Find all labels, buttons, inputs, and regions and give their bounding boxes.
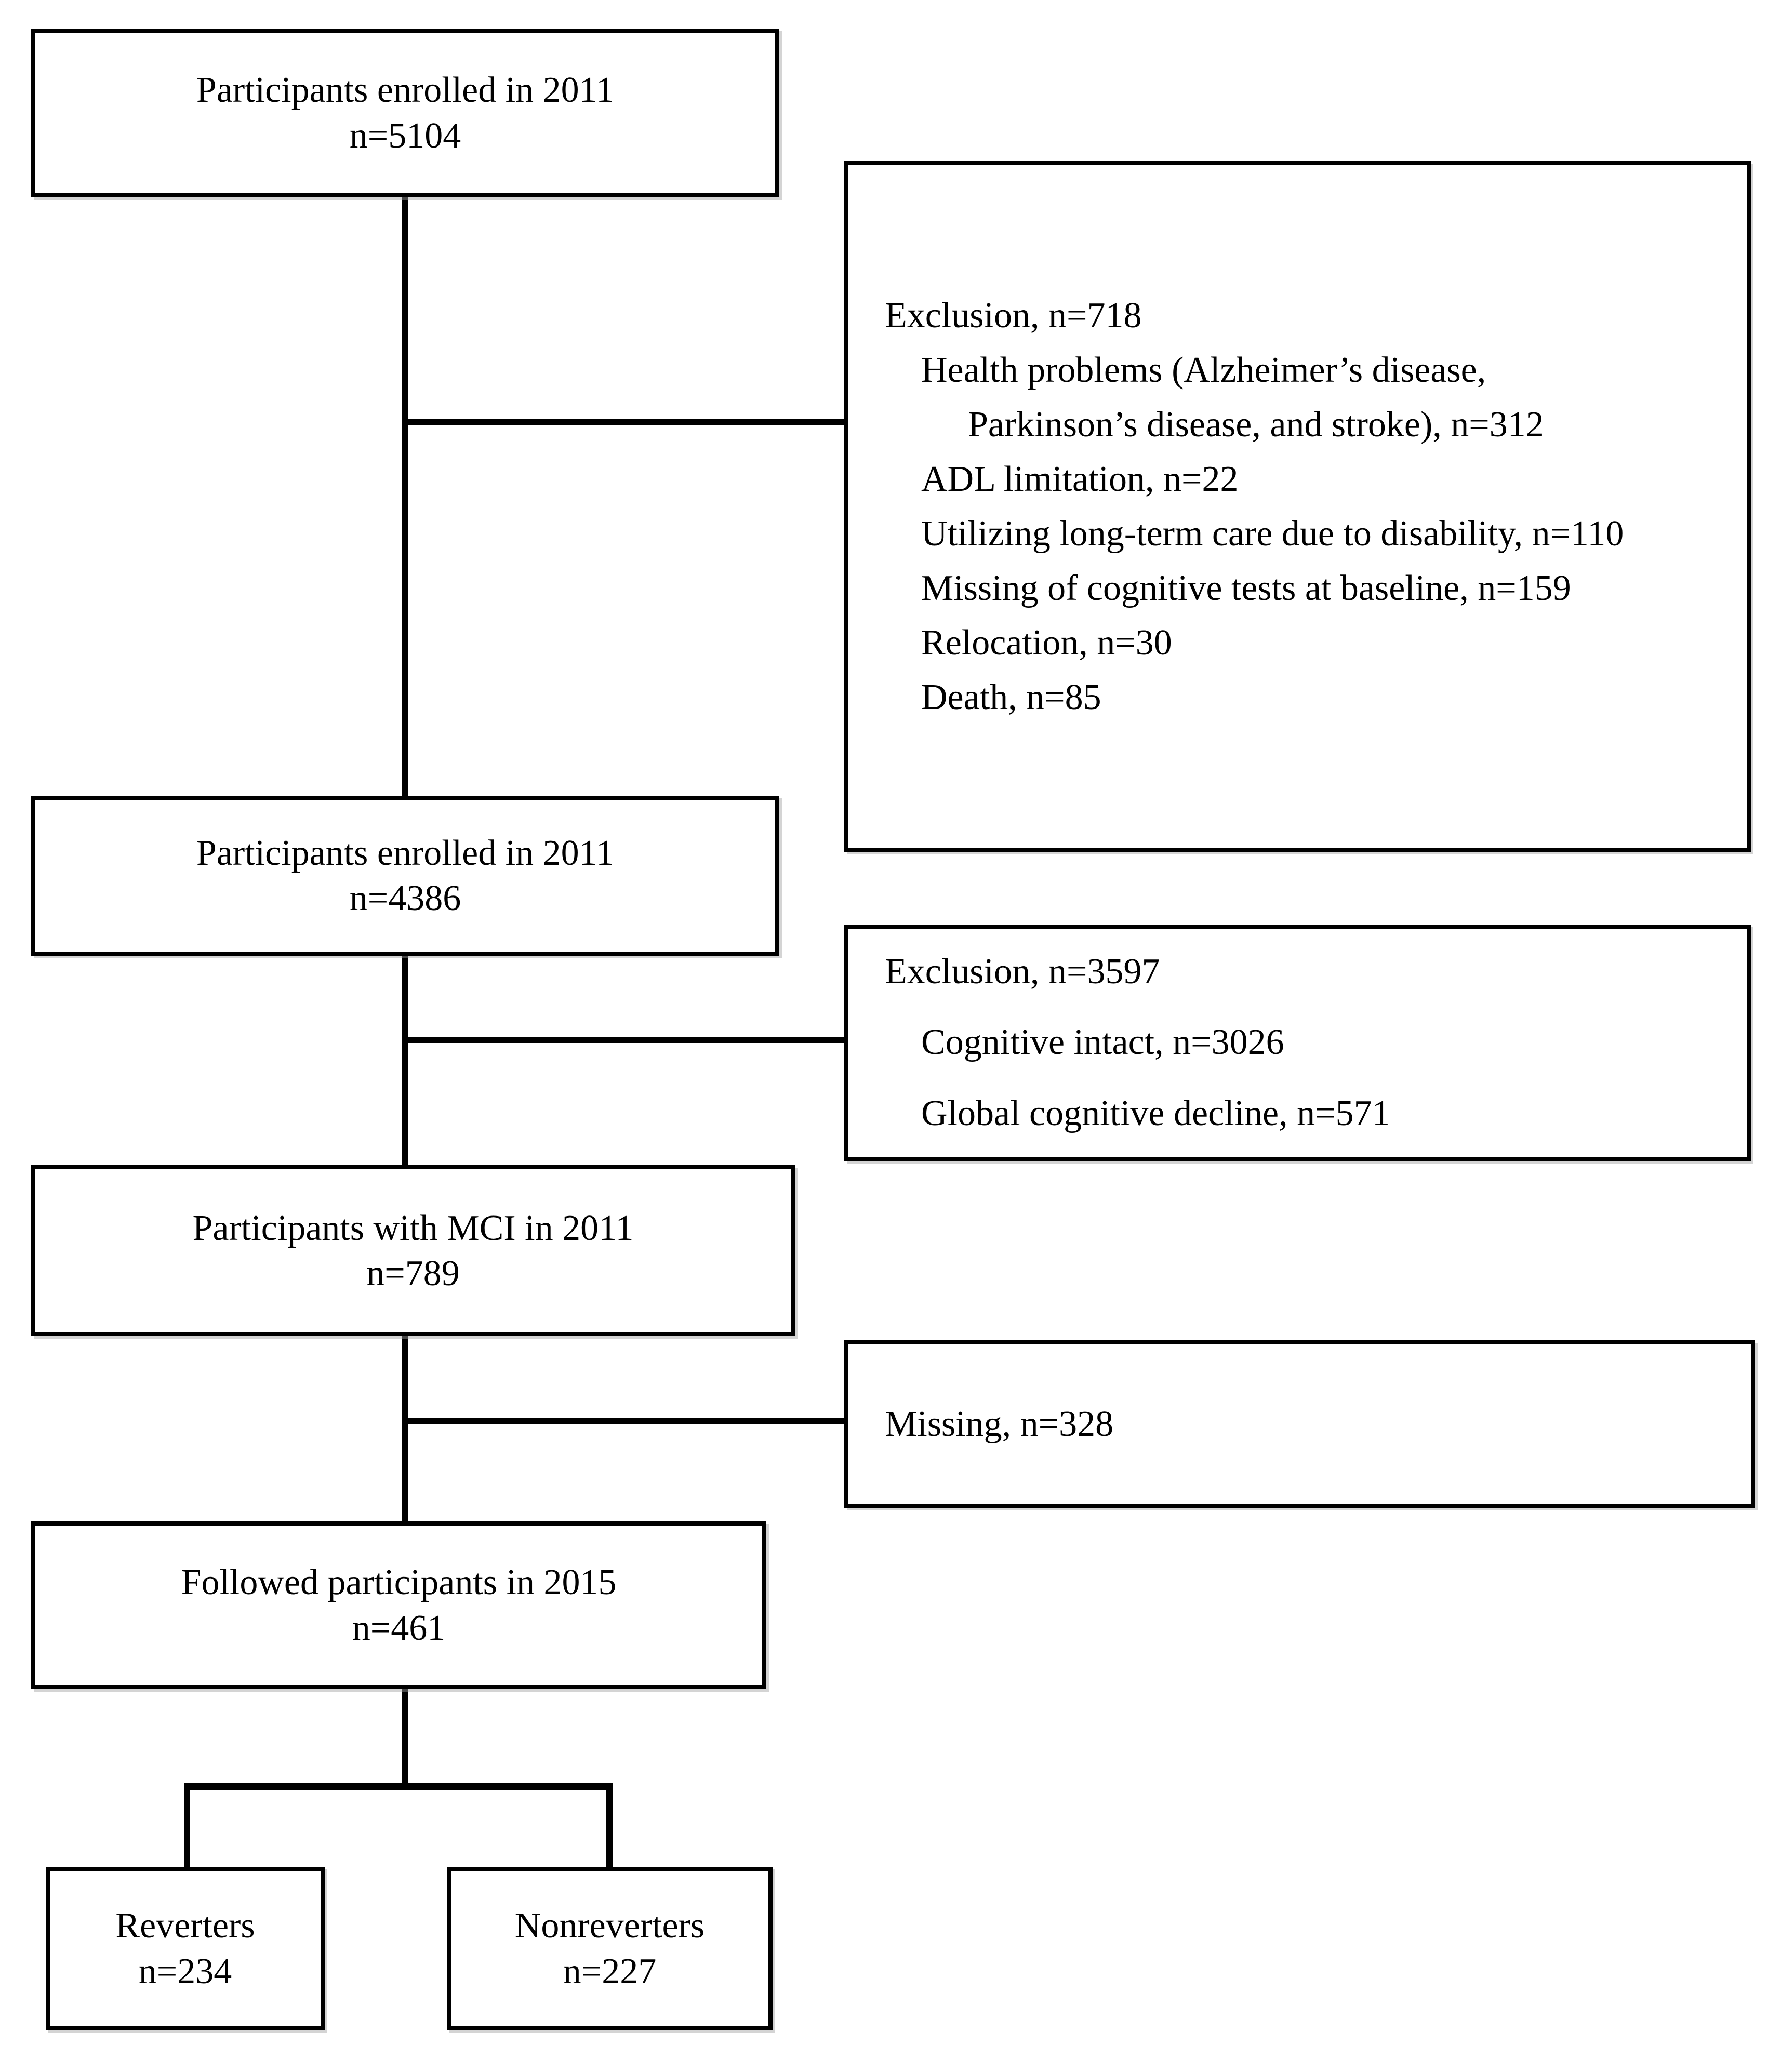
box-enrolled-2011-initial-label: Participants enrolled in 2011 bbox=[196, 70, 615, 110]
exclusion-baseline-item-adl: ADL limitation, n=22 bbox=[921, 459, 1239, 499]
box-enrolled-2011-after-exclusion: Participants enrolled in 2011 n=4386 bbox=[31, 796, 779, 956]
box-nonreverters-label: Nonreverters bbox=[514, 1906, 705, 1946]
connector-enrolled-to-mci-line bbox=[402, 952, 408, 1169]
branch-to-nonreverters-line bbox=[606, 1783, 613, 1871]
branch-horizontal-line bbox=[184, 1783, 613, 1790]
connector-to-exclusion-cognitive-line bbox=[405, 1037, 848, 1043]
branch-to-reverters-line bbox=[184, 1783, 190, 1871]
box-nonreverters: Nonreverters n=227 bbox=[447, 1867, 773, 2030]
exclusion-baseline-title: Exclusion, n=718 bbox=[885, 296, 1142, 336]
exclusion-baseline-item-health-cont: Parkinson’s disease, and stroke), n=312 bbox=[968, 405, 1544, 445]
box-missing-followup: Missing, n=328 bbox=[844, 1340, 1755, 1508]
box-enrolled-2011-after-exclusion-label: Participants enrolled in 2011 bbox=[196, 833, 615, 873]
exclusion-cognitive-title: Exclusion, n=3597 bbox=[885, 951, 1160, 992]
exclusion-cognitive-item-intact: Cognitive intact, n=3026 bbox=[921, 1022, 1284, 1063]
box-reverters-label: Reverters bbox=[115, 1906, 255, 1946]
connector-mci-to-followed-line bbox=[402, 1332, 408, 1526]
exclusion-baseline-item-death: Death, n=85 bbox=[921, 677, 1101, 717]
connector-to-exclusion-baseline-line bbox=[405, 419, 848, 425]
exclusion-baseline-item-missing-tests: Missing of cognitive tests at baseline, … bbox=[921, 568, 1571, 608]
box-followed-2015: Followed participants in 2015 n=461 bbox=[31, 1521, 766, 1689]
exclusion-cognitive-item-decline: Global cognitive decline, n=571 bbox=[921, 1093, 1390, 1133]
exclusion-baseline-item-health: Health problems (Alzheimer’s disease, bbox=[921, 350, 1486, 390]
box-exclusion-baseline: Exclusion, n=718 Health problems (Alzhei… bbox=[844, 161, 1751, 852]
exclusion-baseline-item-longterm-care: Utilizing long-term care due to disabili… bbox=[921, 514, 1624, 554]
box-nonreverters-count: n=227 bbox=[563, 1951, 657, 1991]
box-followed-2015-label: Followed participants in 2015 bbox=[181, 1562, 617, 1602]
box-reverters-count: n=234 bbox=[138, 1951, 232, 1991]
connector-enrolled-to-enrolled-line bbox=[402, 193, 408, 800]
box-mci-2011-count: n=789 bbox=[366, 1253, 460, 1293]
box-enrolled-2011-initial-count: n=5104 bbox=[349, 115, 461, 156]
box-enrolled-2011-initial: Participants enrolled in 2011 n=5104 bbox=[31, 29, 779, 197]
box-enrolled-2011-after-exclusion-count: n=4386 bbox=[349, 878, 461, 918]
box-mci-2011-label: Participants with MCI in 2011 bbox=[192, 1208, 634, 1248]
box-exclusion-cognitive: Exclusion, n=3597 Cognitive intact, n=30… bbox=[844, 925, 1751, 1161]
box-reverters: Reverters n=234 bbox=[46, 1867, 325, 2030]
box-followed-2015-count: n=461 bbox=[352, 1608, 446, 1648]
box-mci-2011: Participants with MCI in 2011 n=789 bbox=[31, 1165, 795, 1336]
connector-followed-to-branch-line bbox=[402, 1685, 408, 1787]
exclusion-baseline-item-relocation: Relocation, n=30 bbox=[921, 623, 1172, 663]
connector-to-missing-line bbox=[405, 1418, 848, 1424]
missing-followup-label: Missing, n=328 bbox=[885, 1404, 1114, 1444]
